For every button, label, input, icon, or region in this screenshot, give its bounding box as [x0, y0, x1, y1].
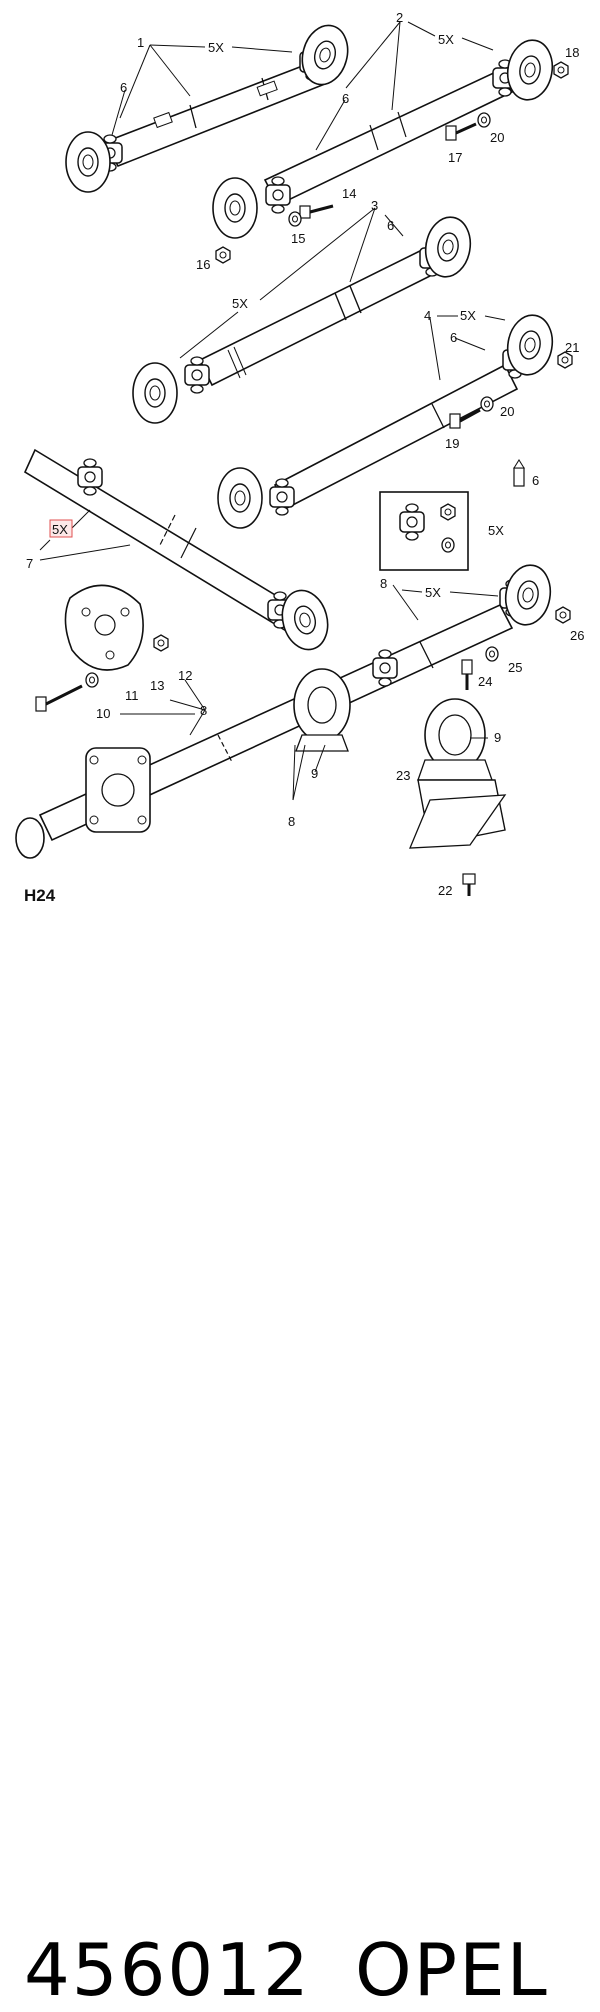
shaft-assembly-3	[132, 212, 476, 424]
shaft-assembly-2	[212, 35, 558, 239]
callout-19: 19	[445, 436, 459, 451]
bracket-23	[409, 779, 507, 849]
callout-5x-c: 5X	[232, 296, 248, 311]
callout-14: 14	[342, 186, 356, 201]
nut-12	[153, 634, 169, 652]
coupling-disc-13	[64, 584, 144, 671]
callout-5x-g: 5X	[425, 585, 441, 600]
washer-11	[85, 672, 99, 688]
callout-10: 10	[96, 706, 110, 721]
callout-25: 25	[508, 660, 522, 675]
footer: 456012 OPEL	[0, 960, 600, 2012]
nut-16	[215, 246, 231, 264]
callout-6-e: 6	[532, 473, 539, 488]
callout-26: 26	[570, 628, 584, 643]
callout-5x-e: 5X	[488, 523, 504, 538]
washer-20b	[480, 396, 494, 412]
bolt-10	[35, 684, 83, 712]
universal-joint-kit	[379, 491, 469, 571]
callout-5x-highlighted: 5X	[49, 519, 73, 538]
callout-5x-b: 5X	[438, 32, 454, 47]
callout-21: 21	[565, 340, 579, 355]
callout-9-b: 9	[311, 766, 318, 781]
bolt-17	[445, 122, 477, 141]
nut-26	[555, 606, 571, 624]
callout-17: 17	[448, 150, 462, 165]
brand-name: OPEL	[355, 1928, 549, 2012]
callout-12: 12	[178, 668, 192, 683]
callout-5x-d: 5X	[460, 308, 476, 323]
callout-20-b: 20	[500, 404, 514, 419]
callout-5x-f-text: 5X	[52, 522, 68, 537]
callout-3: 3	[371, 198, 378, 213]
callout-20-a: 20	[490, 130, 504, 145]
exploded-parts-diagram: 1 5X 6 2 5X 6 18 20 17 14 15 16 3 6 5X 4…	[15, 10, 584, 898]
callout-15: 15	[291, 231, 305, 246]
shaft-assembly-7	[23, 448, 335, 656]
callout-8-a: 8	[380, 576, 387, 591]
callout-6-c: 6	[387, 218, 394, 233]
bolt-24	[461, 659, 473, 690]
washer-25	[485, 646, 499, 662]
nut-18	[553, 61, 569, 79]
callout-23: 23	[396, 768, 410, 783]
callout-16: 16	[196, 257, 210, 272]
shaft-assembly-4	[217, 310, 558, 529]
callout-6-b: 6	[342, 91, 349, 106]
callout-24: 24	[478, 674, 492, 689]
callout-1: 1	[137, 35, 144, 50]
callout-6-d: 6	[450, 330, 457, 345]
callout-7: 7	[26, 556, 33, 571]
center-bearing-9	[417, 698, 493, 781]
callout-8-c: 8	[288, 814, 295, 829]
grease-nipple-6	[513, 459, 525, 487]
callout-5x-a: 5X	[208, 40, 224, 55]
screw-22	[462, 873, 476, 896]
callout-labels: 1 5X 6 2 5X 6 18 20 17 14 15 16 3 6 5X 4…	[26, 10, 584, 898]
callout-13: 13	[150, 678, 164, 693]
callout-11: 11	[125, 688, 139, 703]
callout-22: 22	[438, 883, 452, 898]
callout-6-a: 6	[120, 80, 127, 95]
leader-lines	[39, 21, 506, 801]
washer-20	[477, 112, 491, 128]
part-number: 456012	[24, 1928, 311, 2012]
callout-8-b: 8	[200, 703, 207, 718]
callout-9-a: 9	[494, 730, 501, 745]
shaft-assembly-8	[15, 560, 556, 859]
callout-2: 2	[396, 10, 403, 25]
callout-18: 18	[565, 45, 579, 60]
washer-15	[288, 211, 302, 227]
bolt-14	[299, 204, 334, 219]
sheet-code: H24	[24, 886, 56, 905]
bolt-19	[449, 408, 481, 429]
shaft-assembly-1	[65, 19, 355, 193]
callout-4: 4	[424, 308, 431, 323]
